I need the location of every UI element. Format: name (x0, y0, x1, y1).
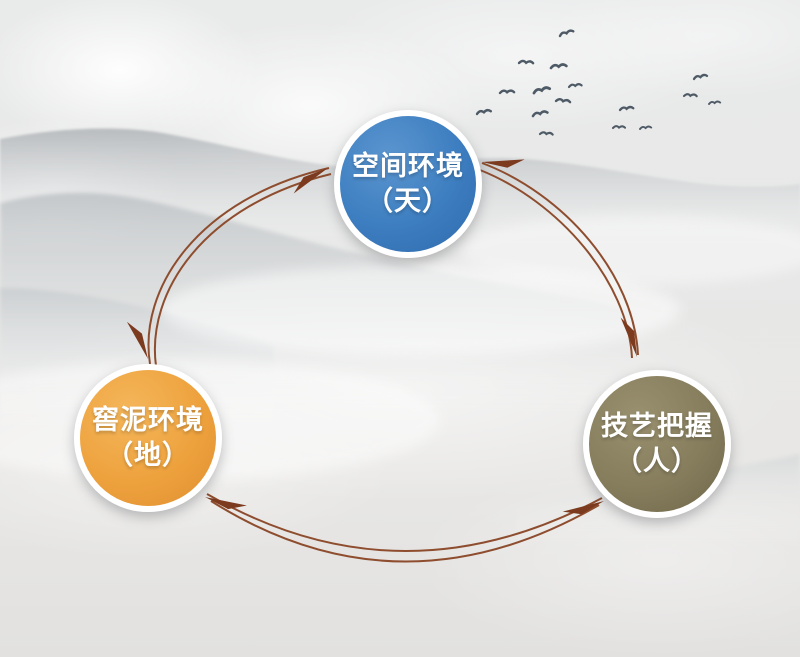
node-label-line2: （地） (106, 440, 190, 470)
bird-icon (558, 28, 575, 38)
node-label-line1: 空间环境 (352, 151, 464, 182)
bird-icon (475, 108, 493, 116)
bird-icon (498, 88, 516, 96)
node-label-line1: 技艺把握 (601, 411, 713, 442)
arrowhead-icon (562, 501, 604, 515)
node-label-line2: （天） (366, 186, 450, 216)
bird-icon (532, 85, 552, 95)
arrowhead-icon (482, 159, 525, 168)
arrow-arc-right (481, 162, 639, 356)
bird-icon (682, 92, 698, 99)
bird-icon (639, 125, 653, 130)
node-label-line2: （人） (615, 446, 699, 476)
bird-icon (618, 105, 635, 112)
arrow-arc-bottom (210, 500, 600, 563)
bird-icon (567, 83, 583, 89)
bird-icon (708, 100, 722, 105)
node-pit-mud-environment: 窖泥环境 （地） (74, 364, 222, 512)
bird-icon (692, 73, 709, 81)
bird-icon (549, 63, 568, 70)
bird-icon (531, 109, 549, 118)
arrowhead-icon (205, 497, 247, 510)
fog-band (460, 215, 800, 285)
node-label-line1: 窖泥环境 (92, 405, 204, 436)
fog-band (160, 265, 680, 355)
node-space-environment: 空间环境 （天） (334, 110, 482, 258)
bird-icon (538, 130, 554, 138)
arrowhead-icon (293, 168, 328, 194)
arrow-arc-left (153, 173, 332, 367)
arrow-arc-left (147, 167, 330, 365)
bird-icon (554, 96, 572, 106)
arrow-arc-bottom (206, 493, 603, 552)
node-craft-mastery: 技艺把握 （人） (583, 370, 731, 518)
bird-flock-icon (475, 28, 722, 138)
bird-icon (517, 58, 535, 67)
bird-icon (611, 124, 627, 131)
